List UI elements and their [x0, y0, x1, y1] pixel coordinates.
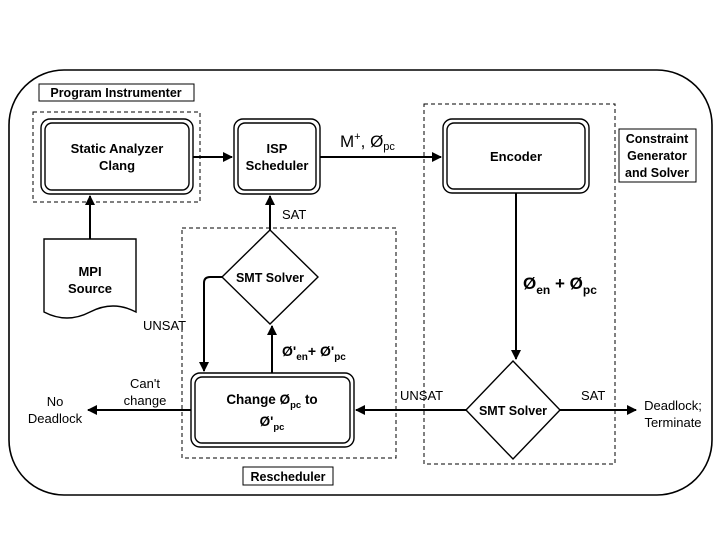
program-instrumenter-label: Program Instrumenter: [38, 83, 195, 102]
svg-text:Clang: Clang: [99, 158, 135, 173]
label-phi-en-plus-phi-pc: Øen + Øpc: [523, 274, 597, 297]
smt-solver-right-diamond[interactable]: SMT Solver: [465, 359, 561, 461]
svg-text:Can't: Can't: [130, 376, 160, 391]
edge-smt-left-unsat-loop: [199, 276, 222, 372]
isp-scheduler-node[interactable]: ISP Scheduler: [233, 118, 321, 195]
svg-text:SMT Solver: SMT Solver: [479, 404, 547, 418]
svg-text:Encoder: Encoder: [490, 149, 542, 164]
change-node[interactable]: Change Øpc to Ø'pc: [190, 372, 355, 448]
label-cant-change: Can't change: [124, 376, 167, 408]
svg-text:Source: Source: [68, 281, 112, 296]
svg-text:Generator: Generator: [627, 149, 687, 163]
svg-text:Terminate: Terminate: [644, 415, 701, 430]
outer-frame: [8, 69, 713, 496]
rescheduler-label: Rescheduler: [242, 466, 334, 486]
constraint-generator-group: [423, 103, 616, 465]
svg-text:Deadlock: Deadlock: [28, 411, 83, 426]
label-unsat-right: UNSAT: [400, 388, 443, 403]
svg-text:Scheduler: Scheduler: [246, 158, 309, 173]
svg-text:Static Analyzer: Static Analyzer: [71, 141, 164, 156]
mpi-source-document[interactable]: MPI Source: [43, 238, 137, 319]
svg-text:and Solver: and Solver: [625, 166, 689, 180]
label-deadlock-terminate: Deadlock; Terminate: [644, 398, 702, 430]
label-no-deadlock: No Deadlock: [28, 394, 83, 426]
label-unsat-left: UNSAT: [143, 318, 186, 333]
svg-text:change: change: [124, 393, 167, 408]
label-mplus-phi-pc: M+, Øpc: [340, 131, 395, 153]
svg-text:SMT Solver: SMT Solver: [236, 271, 304, 285]
svg-text:No: No: [47, 394, 64, 409]
label-sat-right: SAT: [581, 388, 605, 403]
svg-text:MPI: MPI: [78, 264, 101, 279]
smt-solver-left-diamond[interactable]: SMT Solver: [220, 229, 320, 325]
encoder-node[interactable]: Encoder: [442, 118, 590, 194]
svg-text:Rescheduler: Rescheduler: [250, 470, 325, 484]
svg-text:Constraint: Constraint: [626, 132, 689, 146]
label-phi-prime: Ø'en+ Ø'pc: [282, 343, 346, 363]
constraint-generator-label: Constraint Generator and Solver: [618, 128, 697, 183]
label-sat-left: SAT: [282, 207, 306, 222]
svg-text:Ø'pc: Ø'pc: [260, 414, 285, 433]
static-analyzer-node[interactable]: Static Analyzer Clang: [40, 118, 194, 195]
rescheduler-group: [181, 227, 397, 459]
svg-text:Change Øpc to: Change Øpc to: [226, 392, 317, 411]
svg-text:Deadlock;: Deadlock;: [644, 398, 702, 413]
svg-text:ISP: ISP: [267, 141, 288, 156]
svg-text:Program Instrumenter: Program Instrumenter: [50, 86, 181, 100]
